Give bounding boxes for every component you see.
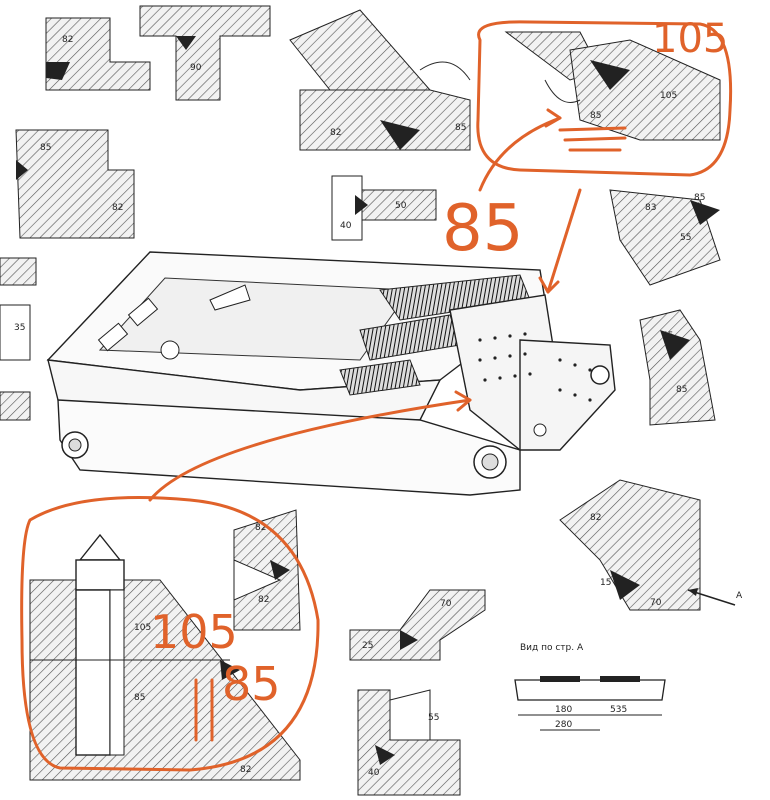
dim-label: 70: [650, 598, 662, 608]
dim-label: 35: [14, 323, 25, 333]
dim-label: 50: [395, 201, 407, 211]
dim-label: 105: [134, 623, 151, 633]
dim-label: 90: [190, 63, 202, 73]
dim-label: 83: [645, 203, 656, 213]
dim-label: 40: [340, 221, 352, 231]
section-left-small: 35: [0, 257, 37, 421]
annotation-105-top: 105: [652, 16, 728, 62]
dim-label: 85: [590, 111, 601, 121]
tank-hull: [46, 251, 616, 496]
section-right-83: 83 55 85: [609, 189, 721, 286]
section-top-left: 82: [45, 17, 151, 91]
dim-label: 55: [662, 331, 673, 341]
dim-label: 82: [62, 35, 73, 45]
arrow-up: [148, 398, 472, 502]
dim-label: 535: [610, 705, 627, 715]
dim-label: 85: [676, 385, 687, 395]
dim-label: 25: [362, 641, 373, 651]
section-50-40: 50 40: [331, 175, 437, 241]
dim-label: 82: [590, 513, 601, 523]
dim-label: 55: [428, 713, 439, 723]
section-bottom-55: 55 40: [357, 689, 461, 796]
section-right-lower: 82 15 70 А: [559, 479, 743, 611]
dim-label: 180: [555, 705, 572, 715]
dim-label: 82: [240, 765, 251, 775]
dim-label: 82: [330, 128, 341, 138]
dim-label: 280: [555, 720, 572, 730]
dim-label: 85: [455, 123, 466, 133]
section-70-25: 70 25: [349, 589, 486, 661]
arrow-85: [478, 116, 562, 192]
section-top-center: 82 85: [289, 9, 471, 151]
section-right-85: 55 85: [639, 309, 716, 426]
dim-label: 15: [600, 578, 611, 588]
dim-label: 55: [680, 233, 691, 243]
dim-label: 40: [368, 768, 380, 778]
section-bottom-left: 105 85 82: [29, 533, 301, 781]
dim-label: 70: [440, 599, 452, 609]
highlight-circle-bottom-left: [20, 496, 320, 772]
arrow-letter: А: [736, 591, 743, 601]
section-top-right: 105 85: [504, 31, 721, 141]
annotation-105-bottom: 105: [150, 605, 238, 659]
section-left: 85 82: [15, 129, 135, 239]
dim-label: 105: [660, 91, 677, 101]
dim-label: 85: [40, 143, 51, 153]
hand-annotations: [20, 20, 733, 772]
view-a: Вид по стр. А 180 535 280: [514, 643, 666, 731]
arrow-down: [546, 188, 582, 294]
dim-label: 85: [694, 193, 705, 203]
view-caption: Вид по стр. А: [520, 643, 584, 653]
dim-label: 82: [258, 595, 269, 605]
dim-label: 85: [134, 693, 145, 703]
dim-label: 82: [112, 203, 123, 213]
dim-label: 82: [255, 523, 266, 533]
section-top-90: 90: [139, 5, 271, 101]
annotation-85: 85: [442, 192, 523, 266]
annotation-85-bottom: 85: [222, 657, 281, 711]
